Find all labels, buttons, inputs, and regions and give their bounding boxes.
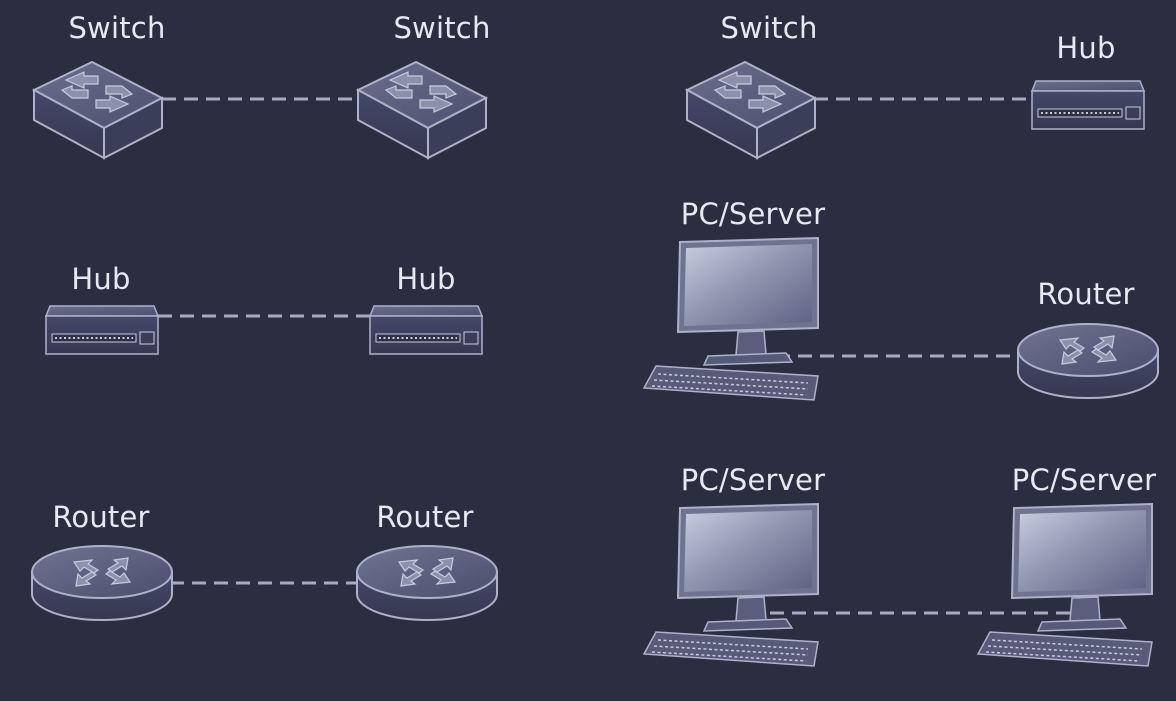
- device-label: Hub: [1056, 31, 1116, 65]
- hub-icon: [1030, 77, 1146, 131]
- device-label: PC/Server: [1011, 463, 1157, 497]
- switch-icon: [355, 60, 489, 160]
- device-label: Switch: [720, 11, 818, 45]
- switch-icon: [31, 60, 165, 160]
- pc-server-icon: [976, 502, 1158, 668]
- hub-icon: [44, 302, 160, 356]
- device-label: Switch: [68, 11, 166, 45]
- hub-icon: [368, 302, 484, 356]
- device-label: Hub: [71, 262, 131, 296]
- router-icon: [1016, 318, 1160, 402]
- device-label: Router: [52, 500, 150, 534]
- device-label: Switch: [393, 11, 491, 45]
- pc-server-icon: [642, 236, 824, 402]
- router-icon: [355, 540, 499, 624]
- router-icon: [30, 540, 174, 624]
- device-label: PC/Server: [680, 463, 826, 497]
- device-label: PC/Server: [680, 197, 826, 231]
- device-label: Router: [376, 500, 474, 534]
- pc-server-icon: [642, 502, 824, 668]
- device-label: Router: [1037, 277, 1135, 311]
- switch-icon: [684, 60, 818, 160]
- device-label: Hub: [396, 262, 456, 296]
